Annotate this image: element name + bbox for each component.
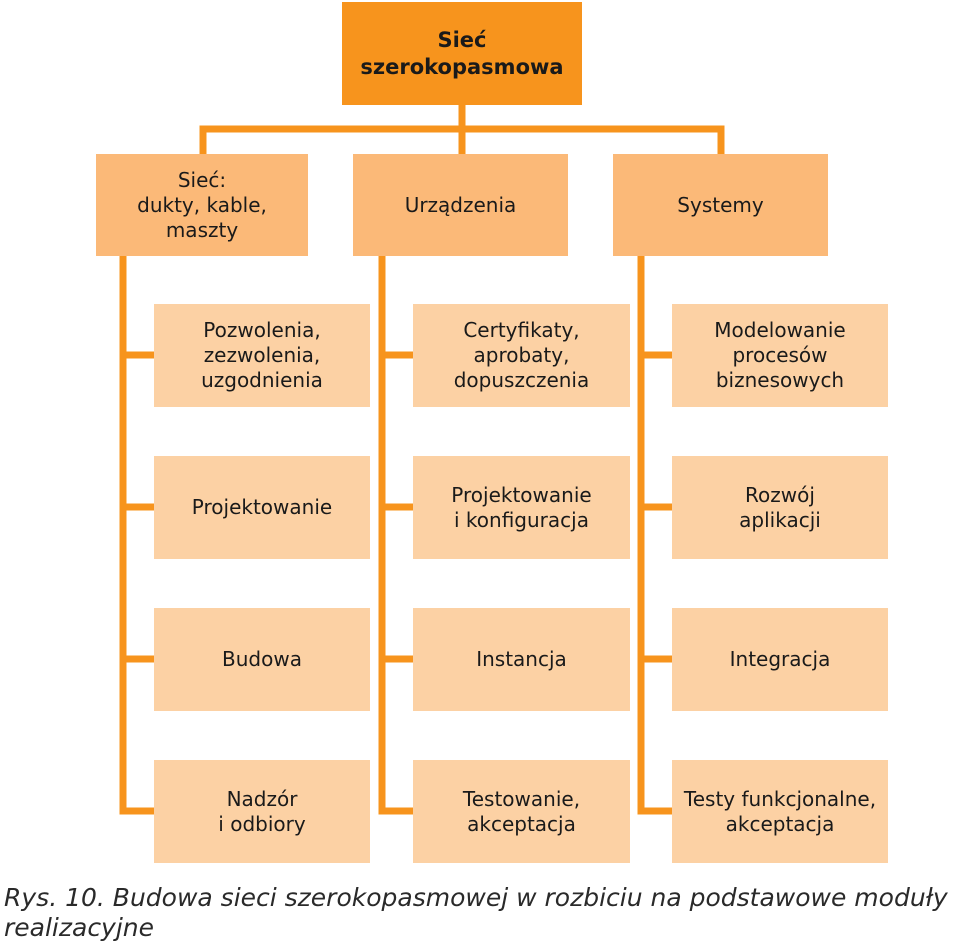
leaf-network-design: Projektowanie xyxy=(154,456,370,559)
leaf-systems-testing: Testy funkcjonalne, akceptacja xyxy=(672,760,888,863)
broadband-network-diagram: Sieć szerokopasmowa Sieć: dukty, kable, … xyxy=(96,2,888,863)
connector-lines xyxy=(119,101,725,815)
root-node: Sieć szerokopasmowa xyxy=(342,2,582,105)
leaf-network-supervision: Nadzór i odbiory xyxy=(154,760,370,863)
leaf-systems-development: Rozwój aplikacji xyxy=(672,456,888,559)
branch-devices: Urządzenia xyxy=(353,154,568,256)
leaf-network-permits: Pozwolenia, zezwolenia, uzgodnienia xyxy=(154,304,370,407)
leaf-systems-integration: Integracja xyxy=(672,608,888,711)
leaf-network-construction: Budowa xyxy=(154,608,370,711)
figure-caption: Rys. 10. Budowa sieci szerokopasmowej w … xyxy=(4,883,948,942)
leaf-devices-testing: Testowanie, akceptacja xyxy=(413,760,630,863)
leaf-devices-instance: Instancja xyxy=(413,608,630,711)
branch-systems: Systemy xyxy=(613,154,828,256)
branch-network: Sieć: dukty, kable, maszty xyxy=(96,154,308,256)
leaf-devices-certificates: Certyfikaty, aprobaty, dopuszczenia xyxy=(413,304,630,407)
leaf-systems-modeling: Modelowanie procesów biznesowych xyxy=(672,304,888,407)
leaf-devices-design: Projektowanie i konfiguracja xyxy=(413,456,630,559)
